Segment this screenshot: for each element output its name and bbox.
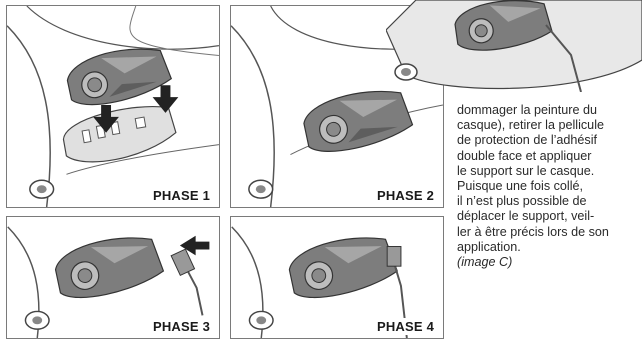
- phase-3-panel: PHASE 3: [6, 216, 220, 339]
- text-line: ler à être précis lors de son: [457, 225, 642, 240]
- adhesive-plate: [60, 101, 179, 168]
- text-line: double face et appliquer: [457, 149, 642, 164]
- phase-1-panel: PHASE 1: [6, 5, 220, 208]
- image-caption: (image C): [457, 255, 642, 270]
- text-line: le support sur le casque.: [457, 164, 642, 179]
- text-line: casque), retirer la pellicule: [457, 118, 642, 133]
- phase-label: PHASE 2: [374, 187, 437, 204]
- text-line: de protection de l’adhésif: [457, 133, 642, 148]
- text-line: Puisque une fois collé,: [457, 179, 642, 194]
- phase-4-panel: PHASE 4: [230, 216, 444, 339]
- instruction-text: dommager la peinture du casque), retirer…: [457, 103, 642, 270]
- intercom-device: [52, 230, 166, 304]
- phase-label: PHASE 4: [374, 318, 437, 335]
- phase-1-illustration: [7, 6, 219, 207]
- text-line: dommager la peinture du: [457, 103, 642, 118]
- phase-label: PHASE 3: [150, 318, 213, 335]
- image-c-illustration: [386, 0, 642, 92]
- intercom-device: [300, 83, 415, 157]
- text-line: application.: [457, 240, 642, 255]
- text-line: déplacer le support, veil-: [457, 209, 642, 224]
- intercom-device: [286, 230, 400, 304]
- phase-label: PHASE 1: [150, 187, 213, 204]
- helmet-mount-illustration: [386, 0, 642, 92]
- text-line: il n’est plus possible de: [457, 194, 642, 209]
